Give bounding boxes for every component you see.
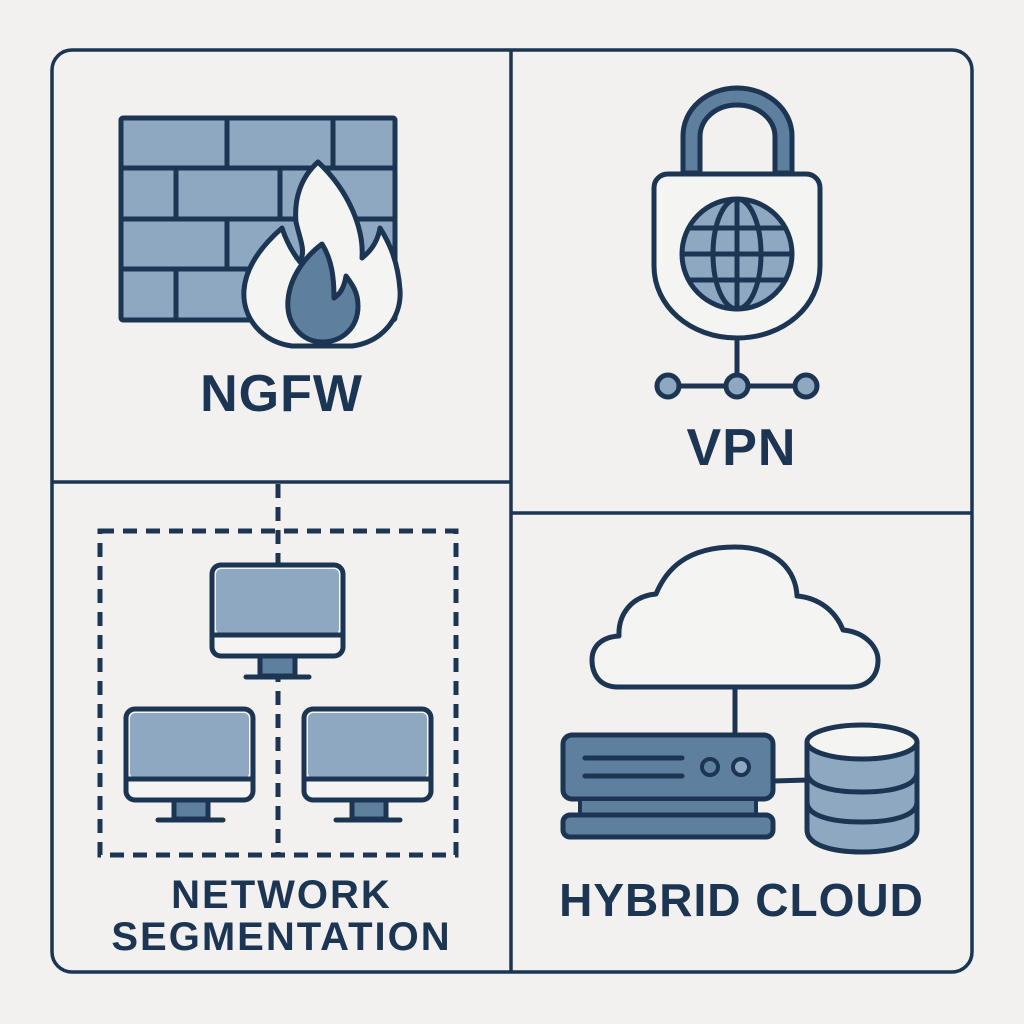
network-segmentation-label-line-1: NETWORK [171,873,392,917]
monitor-icon [209,562,346,680]
network-nodes-icon [654,338,820,400]
padlock-shackle [680,85,795,176]
flame-icon [241,159,403,349]
database-icon [804,722,920,855]
hybrid-cloud-label: HYBRID CLOUD [559,874,924,926]
server-database-connector [772,777,809,784]
server-icon [560,732,776,840]
monitor-icon [301,706,434,823]
monitor-icon [123,706,256,823]
cloud-server-database-icon [560,544,920,855]
cloud-icon [589,544,881,690]
network-segmentation-label-line-2: SEGMENTATION [111,915,452,959]
segmented-monitors-icon [97,484,459,858]
firewall-icon [118,115,403,349]
network-segmentation-label: NETWORK SEGMENTATION [52,874,511,958]
vpn-label: VPN [686,419,797,477]
padlock-globe-icon [651,85,823,400]
globe-icon [679,196,795,312]
ngfw-label: NGFW [200,365,363,423]
